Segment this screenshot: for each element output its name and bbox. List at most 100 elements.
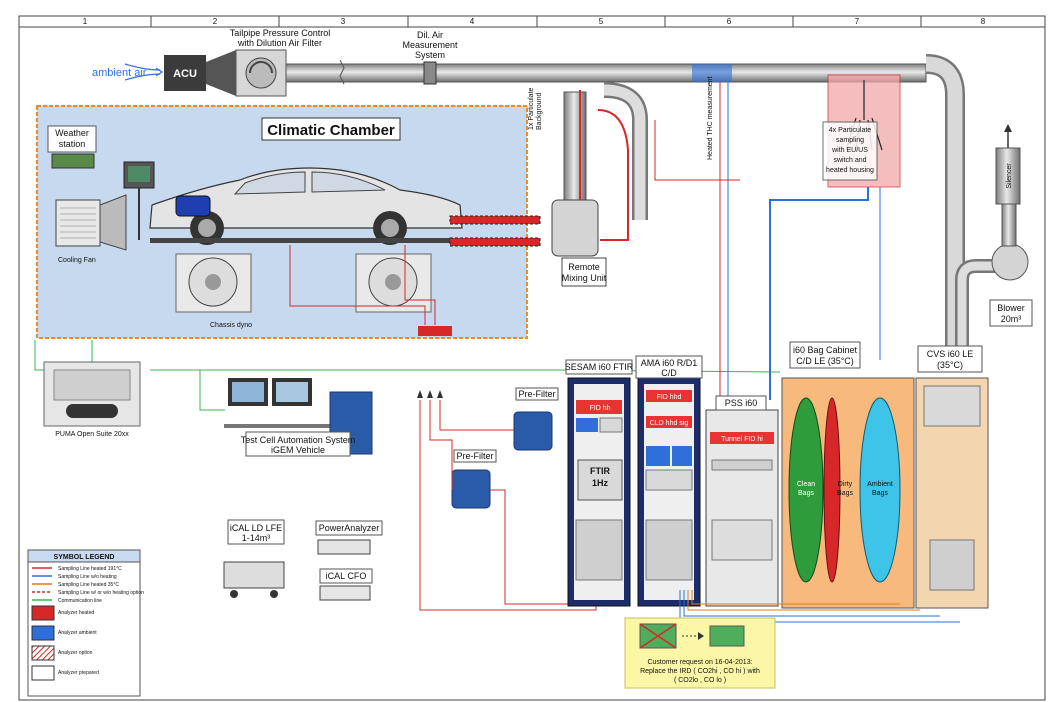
cvs-label-2: (35°C) xyxy=(937,360,963,370)
sesam-label: SESAM i60 FTIR xyxy=(565,362,634,372)
column-label-7: 7 xyxy=(855,17,860,26)
raw-gas-line-upper xyxy=(449,215,541,225)
sesam-fid-label: FID hh xyxy=(589,405,610,412)
test-cell-label-1: Test Cell Automation System xyxy=(241,435,356,445)
particulate-label-2: sampling xyxy=(836,137,864,144)
legend-item: Communication line xyxy=(32,598,102,604)
pre-filter-1 xyxy=(513,411,553,451)
clean-bags xyxy=(788,397,824,583)
ical-ld-lfe-label-1: iCAL LD LFE xyxy=(230,523,282,533)
exhaust-arrow-icon xyxy=(1004,124,1012,132)
ama-rack xyxy=(637,377,701,607)
probe-arrows xyxy=(417,390,443,398)
blower-label-2: 20m³ xyxy=(1001,314,1022,324)
legend-item: Sampling Line w/o heating xyxy=(32,574,117,580)
particulate-label-3: with EU/US xyxy=(831,147,868,154)
column-label-4: 4 xyxy=(470,17,475,26)
power-analyzer-label: PowerAnalyzer xyxy=(319,523,380,533)
ical-cfo-label-box xyxy=(319,568,373,584)
test-cell-monitor-right-screen xyxy=(276,382,308,402)
blower-stack xyxy=(1001,203,1017,247)
particulate-label-4: switch and xyxy=(833,157,866,164)
sampling-lines xyxy=(654,82,881,400)
driver-monitor-screen xyxy=(128,166,150,182)
dil-air-label-1: Dil. Air xyxy=(417,30,443,40)
obd-blue-analyzer xyxy=(175,195,211,217)
pss-label: PSS i60 xyxy=(725,398,758,408)
column-label-3: 3 xyxy=(341,17,346,26)
tailpipe-label-line2: with Dilution Air Filter xyxy=(237,38,322,48)
chamber-exit-port xyxy=(418,326,452,336)
mixing-side-pipe-inner xyxy=(603,84,646,220)
ical-cart-wheel-right xyxy=(270,590,278,598)
test-cell-monitor-left-screen xyxy=(232,382,264,402)
legend-swatch xyxy=(31,665,55,681)
column-label-8: 8 xyxy=(981,17,986,26)
cvs-control-unit xyxy=(929,539,975,591)
ambient-bags-label-2: Bags xyxy=(872,490,888,497)
ftir-label-1: FTIR xyxy=(590,466,610,476)
puma-screen xyxy=(53,369,131,401)
ambient-bags-label-1: Ambient xyxy=(867,481,893,488)
ical-cfo-device xyxy=(319,585,371,601)
ical-ld-lfe-label-2: 1-14m³ xyxy=(242,533,271,543)
dirty-bags-label-1: Dirty xyxy=(838,481,853,488)
ftir-label-2: 1Hz xyxy=(592,478,609,488)
remote-mixing-label-box xyxy=(561,257,607,287)
ama-label-box xyxy=(635,355,703,379)
legend-item: Analyzer heated xyxy=(31,605,94,621)
blower-label-1: Blower xyxy=(997,303,1025,313)
chassis-dyno-label: Chassis dyno xyxy=(210,322,252,329)
dyno-platform xyxy=(150,238,480,243)
ama-cld-label: CLD hhd sig xyxy=(650,420,689,427)
legend-swatch xyxy=(31,645,55,661)
ama-label-2: C/D xyxy=(661,368,677,378)
remote-mixing-unit xyxy=(551,199,599,257)
pss-rack xyxy=(705,409,779,607)
weather-station-label-2: station xyxy=(59,139,86,149)
acu-diffuser xyxy=(206,50,236,96)
acu-label: ACU xyxy=(173,68,197,80)
column-label-6: 6 xyxy=(727,17,732,26)
vehicle-window-rear xyxy=(311,171,386,193)
column-dividers xyxy=(150,16,922,27)
particulate-label-box xyxy=(822,121,878,181)
legend-label: Sampling Line heated 35°C xyxy=(58,582,119,588)
customer-request-line3: ( CO2lo , CO lo ) xyxy=(674,677,726,684)
test-cell-label-box xyxy=(245,431,351,457)
ambient-air-arrows xyxy=(124,63,164,81)
pre-filter-2 xyxy=(451,469,491,509)
dil-air-label-3: System xyxy=(415,50,445,60)
symbol-legend: SYMBOL LEGEND Sampling Line heated 191°C… xyxy=(27,549,144,697)
puma-keyboard xyxy=(66,404,118,418)
legend-label: Analyzer ambient xyxy=(58,630,97,636)
sesam-label-box xyxy=(565,359,633,375)
climatic-chamber-title: Climatic Chamber xyxy=(267,122,395,139)
power-analyzer-device xyxy=(317,539,371,555)
mixing-heated-lines xyxy=(579,90,629,241)
blower xyxy=(991,243,1029,281)
ambient-bags xyxy=(859,397,901,583)
tunnel-fid-label: Tunnel FID hi xyxy=(721,436,763,443)
cooling-fan-grille xyxy=(60,207,96,239)
legend-item: Analyzer option xyxy=(31,645,93,661)
blower-return-pipe-inner xyxy=(957,261,996,370)
column-label-2: 2 xyxy=(213,17,218,26)
pre-filter-label-box-2 xyxy=(453,449,497,463)
fan-blade-icon xyxy=(249,61,273,74)
ical-cart-wheel-left xyxy=(230,590,238,598)
ical-ld-lfe-label-box xyxy=(227,519,285,545)
remote-mixing-label-2: Mixing Unit xyxy=(562,273,607,283)
raw-gas-line-lower xyxy=(449,237,541,247)
dirty-bags xyxy=(823,397,841,583)
tailpipe-label-line1: Tailpipe Pressure Control xyxy=(230,28,331,38)
legend-swatch xyxy=(31,605,55,621)
legend-item: Sampling Line heated 191°C xyxy=(32,566,122,572)
legend-title: SYMBOL LEGEND xyxy=(54,554,115,561)
cvs-venturi xyxy=(923,385,981,427)
ambient-air-label: ambient air xyxy=(92,67,147,79)
bag-cabinet-label-2: C/D LE (35°C) xyxy=(796,356,854,366)
test-cell-desk xyxy=(224,424,334,428)
weather-station-label-box xyxy=(47,125,97,153)
